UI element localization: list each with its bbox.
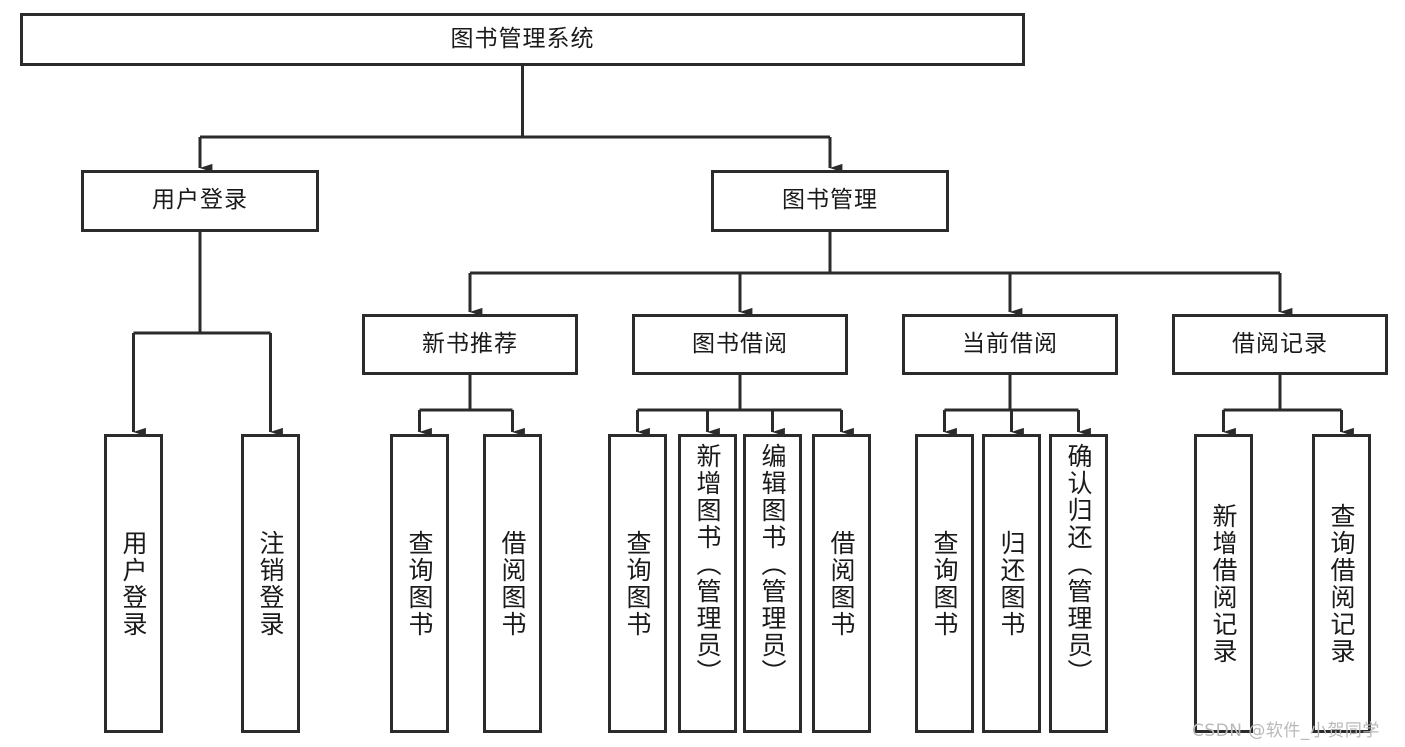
node-user-login-label: 用户登录	[152, 187, 248, 214]
node-current-borrow-label: 当前借阅	[962, 330, 1058, 357]
leaf-query-book-new[interactable]: 查询图书	[390, 434, 449, 733]
leaf-confirm-return-admin-label: 确认归还（管理员）	[1064, 443, 1093, 686]
node-borrow-records[interactable]: 借阅记录	[1172, 314, 1388, 375]
leaf-borrow-book-new-label: 借阅图书	[498, 529, 527, 638]
leaf-return-book-label: 归还图书	[997, 529, 1026, 638]
leaf-user-login[interactable]: 用户登录	[104, 434, 163, 733]
leaf-query-book-borrow[interactable]: 查询图书	[608, 434, 667, 733]
leaf-borrow-book-new[interactable]: 借阅图书	[483, 434, 542, 733]
leaf-lend-book-label: 借阅图书	[827, 529, 856, 638]
leaf-return-book[interactable]: 归还图书	[982, 434, 1041, 733]
node-new-book-recommend[interactable]: 新书推荐	[362, 314, 578, 375]
leaf-edit-book-admin[interactable]: 编辑图书（管理员）	[743, 434, 802, 733]
node-root-label: 图书管理系统	[450, 25, 595, 52]
leaf-add-borrow-record-label: 新增借阅记录	[1209, 502, 1238, 665]
leaf-query-borrow-record-label: 查询借阅记录	[1327, 502, 1356, 665]
node-book-borrow[interactable]: 图书借阅	[632, 314, 848, 375]
leaf-lend-book[interactable]: 借阅图书	[812, 434, 871, 733]
node-borrow-records-label: 借阅记录	[1232, 330, 1328, 357]
node-book-management-label: 图书管理	[782, 187, 878, 214]
node-book-management[interactable]: 图书管理	[711, 170, 949, 232]
leaf-add-book-admin-label: 新增图书（管理员）	[693, 443, 722, 686]
node-current-borrow[interactable]: 当前借阅	[902, 314, 1118, 375]
csdn-watermark: CSDN @软件_小贺同学	[1192, 721, 1380, 741]
leaf-add-book-admin[interactable]: 新增图书（管理员）	[678, 434, 737, 733]
leaf-query-borrow-record[interactable]: 查询借阅记录	[1312, 434, 1371, 733]
leaf-confirm-return-admin[interactable]: 确认归还（管理员）	[1049, 434, 1108, 733]
leaf-add-borrow-record[interactable]: 新增借阅记录	[1194, 434, 1253, 733]
leaf-edit-book-admin-label: 编辑图书（管理员）	[758, 443, 787, 686]
node-user-login[interactable]: 用户登录	[81, 170, 319, 232]
leaf-query-book-borrow-label: 查询图书	[623, 529, 652, 638]
leaf-query-book-current[interactable]: 查询图书	[915, 434, 974, 733]
leaf-user-logout-label: 注销登录	[256, 529, 285, 638]
node-root[interactable]: 图书管理系统	[20, 13, 1025, 66]
node-book-borrow-label: 图书借阅	[692, 330, 788, 357]
node-new-book-recommend-label: 新书推荐	[422, 330, 518, 357]
leaf-query-book-current-label: 查询图书	[930, 529, 959, 638]
leaf-user-logout[interactable]: 注销登录	[241, 434, 300, 733]
leaf-query-book-new-label: 查询图书	[405, 529, 434, 638]
leaf-user-login-label: 用户登录	[119, 529, 148, 638]
